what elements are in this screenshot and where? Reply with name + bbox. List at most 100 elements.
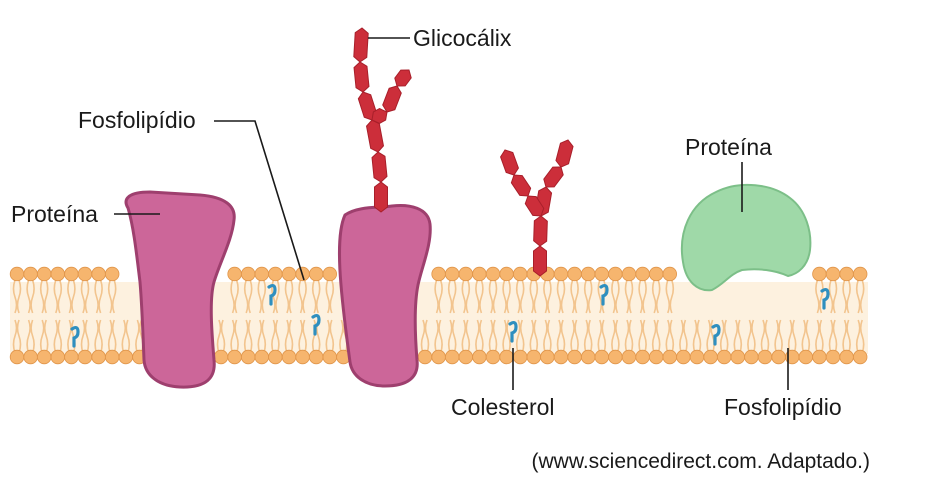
phospholipid-tail <box>325 279 331 314</box>
phospholipid-tail <box>560 279 566 314</box>
phospholipid-head <box>254 349 269 365</box>
phospholipid-tail <box>519 319 525 354</box>
phospholipid-head <box>594 349 610 365</box>
phospholipid-tail <box>257 279 263 314</box>
phospholipid-tail <box>315 279 321 314</box>
phospholipid-head <box>268 349 283 365</box>
phospholipid-tail <box>655 319 661 354</box>
phospholipid-tail <box>53 279 59 314</box>
phospholipid-head <box>64 266 79 282</box>
glycocalyx-sugar-unit <box>394 69 412 87</box>
phospholipid-tail <box>284 319 290 354</box>
glycocalyx-sugar-unit <box>510 174 532 197</box>
phospholipid-tail <box>747 319 752 354</box>
phospholipid-tail <box>243 279 249 314</box>
phospholipid-tail <box>502 319 507 354</box>
phospholipid-tail <box>71 279 76 314</box>
phospholipid-tail <box>638 319 643 354</box>
phospholipid-tail <box>57 319 63 354</box>
phospholipid-head <box>472 266 487 282</box>
phospholipid-tail <box>642 319 647 354</box>
phospholipid-head <box>445 266 460 282</box>
phospholipid-tail <box>475 279 480 314</box>
cholesterol-molecule <box>599 283 609 306</box>
glycocalyx-sugar-unit <box>555 139 574 168</box>
phospholipid-tail <box>39 279 45 314</box>
phospholipid-tail <box>533 279 539 314</box>
phospholipid-head <box>499 266 514 282</box>
phospholipid-tail <box>216 319 222 354</box>
phospholipid-tail <box>302 279 307 314</box>
phospholipid-tail <box>506 319 511 354</box>
phospholipid-head <box>322 349 338 365</box>
phospholipid-tail <box>719 319 725 354</box>
phospholipid-tail <box>261 279 267 314</box>
phospholipid-head <box>445 349 460 365</box>
phospholipid-tail <box>570 319 575 354</box>
phospholipid-tail <box>628 319 634 354</box>
phospholipid-tail <box>451 279 457 314</box>
phospholipid-tail <box>67 279 72 314</box>
source-citation: (www.sciencedirect.com. Adaptado.) <box>532 450 870 473</box>
phospholipid-tail <box>859 279 865 314</box>
phospholipid-head <box>254 266 269 282</box>
phospholipid-tail <box>846 319 851 354</box>
glycocalyx-sugar-unit <box>382 85 402 113</box>
phospholipid-head <box>268 266 283 282</box>
phospholipid-tail <box>832 279 838 314</box>
phospholipid-tail <box>787 319 793 354</box>
phospholipid-tail <box>832 319 838 354</box>
phospholipid-tail <box>26 279 31 314</box>
phospholipid-head <box>581 349 596 365</box>
phospholipid-head <box>281 349 297 365</box>
phospholipid-head <box>240 266 256 282</box>
cholesterol-molecule <box>820 287 830 310</box>
phospholipid-head <box>553 349 569 365</box>
phospholipid-head <box>50 349 66 365</box>
phospholipid-tail <box>615 319 620 354</box>
phospholipid-tail <box>842 319 847 354</box>
phospholipid-tail <box>288 319 294 354</box>
phospholipid-tail <box>828 319 834 354</box>
phospholipid-head <box>621 266 637 282</box>
phospholipid-head <box>295 349 310 365</box>
leader-phospholipid-top <box>214 120 305 281</box>
phospholipid-tail <box>230 279 235 314</box>
phospholipid-head <box>77 266 93 282</box>
phospholipid-head <box>825 266 841 282</box>
phospholipid-head <box>77 349 93 365</box>
phospholipid-head <box>635 349 650 365</box>
phospholipid-tail <box>461 279 467 314</box>
phospholipid-tail <box>859 319 865 354</box>
phospholipid-head <box>676 349 691 365</box>
phospholipid-tail <box>121 319 127 354</box>
phospholipid-head <box>649 349 664 365</box>
phospholipid-head <box>526 349 542 365</box>
phospholipid-tail <box>339 319 344 354</box>
phospholipid-tail <box>529 279 535 314</box>
phospholipid-head <box>771 349 786 365</box>
phospholipid-tail <box>801 319 807 354</box>
phospholipid-tail <box>628 279 634 314</box>
phospholipid-tail <box>234 319 239 354</box>
phospholipid-tail <box>30 279 35 314</box>
transmembrane-protein-left <box>124 190 236 389</box>
phospholipid-tail <box>583 279 589 314</box>
phospholipid-tail <box>846 279 851 314</box>
phospholipid-tail <box>298 279 303 314</box>
phospholipid-tail <box>479 279 484 314</box>
phospholipid-head <box>812 349 827 365</box>
phospholipid-tail <box>560 319 566 354</box>
phospholipid-tail <box>125 319 131 354</box>
phospholipid-tail <box>447 319 453 354</box>
phospholipid-tail <box>57 279 63 314</box>
phospholipid-head <box>431 349 446 365</box>
phospholipid-tail <box>774 319 779 354</box>
phospholipid-tail <box>492 279 498 314</box>
phospholipid-tail <box>94 279 99 314</box>
glycocalyx-sugar-unit <box>374 181 388 213</box>
cholesterol-molecules <box>70 283 830 348</box>
phospholipid-tail <box>679 319 684 354</box>
phospholipid-head <box>309 349 324 365</box>
phospholipid-tail <box>574 279 579 314</box>
